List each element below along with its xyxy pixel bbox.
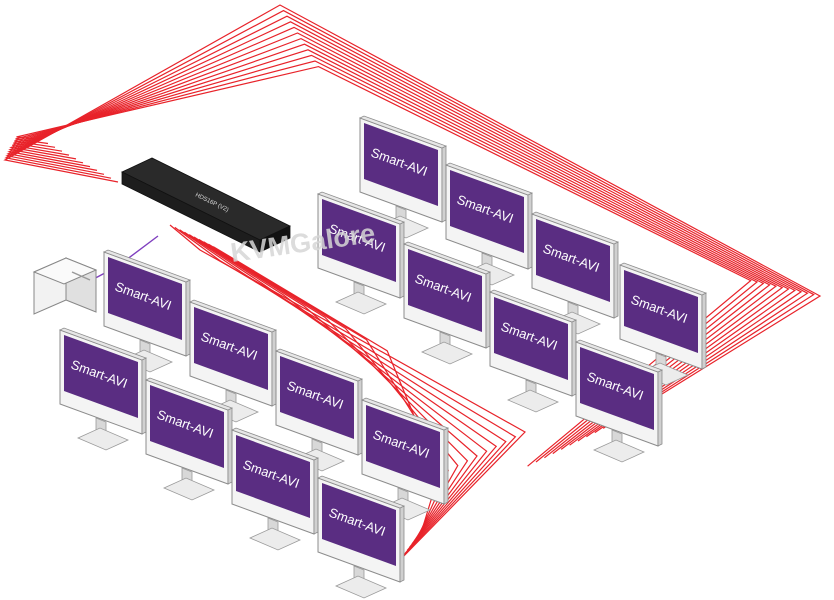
output-cable	[8, 32, 790, 442]
monitor-5: Smart-AVI	[317, 191, 405, 315]
monitor-4: Smart-AVI	[619, 262, 707, 386]
monitor-10: Smart-AVI	[189, 299, 277, 423]
monitor-grid: Smart-AVISmart-AVISmart-AVISmart-AVISmar…	[59, 115, 707, 599]
monitor-2: Smart-AVI	[445, 162, 533, 286]
output-cable	[5, 15, 809, 429]
output-cable	[4, 9, 815, 425]
output-cable	[169, 224, 526, 561]
monitor-frame	[59, 327, 147, 451]
output-cable	[7, 26, 796, 438]
monitor-frame	[489, 289, 577, 413]
output-cable	[208, 243, 449, 535]
monitor-frame	[231, 427, 319, 551]
switch-end-face	[259, 225, 291, 253]
output-cable	[3, 4, 822, 421]
output-cable	[9, 37, 784, 446]
hdmi-switch-unit: HDS16P (V2)	[121, 157, 291, 253]
monitor-frame	[145, 377, 233, 501]
output-cable	[174, 226, 517, 558]
monitor-16: Smart-AVI	[317, 475, 405, 599]
monitor-9: Smart-AVI	[103, 249, 191, 373]
monitor-frame	[575, 339, 663, 463]
monitor-3: Smart-AVI	[531, 211, 619, 335]
host-computer	[32, 257, 98, 315]
monitor-1: Smart-AVI	[359, 115, 447, 239]
monitor-frame	[317, 475, 405, 599]
output-cable	[212, 246, 440, 532]
monitor-6: Smart-AVI	[403, 241, 491, 365]
monitor-8: Smart-AVI	[575, 339, 663, 463]
host-top-panel	[32, 257, 98, 285]
monitor-12: Smart-AVI	[361, 397, 449, 521]
monitor-13: Smart-AVI	[59, 327, 147, 451]
monitor-14: Smart-AVI	[145, 377, 233, 501]
output-cable	[179, 229, 507, 555]
output-cable	[184, 231, 498, 551]
monitor-11: Smart-AVI	[275, 348, 363, 472]
host-drive-slot	[71, 271, 91, 281]
monitor-frame	[403, 241, 491, 365]
cable-layer	[3, 4, 822, 561]
output-cable	[6, 21, 803, 434]
monitor-15: Smart-AVI	[231, 427, 319, 551]
monitor-7: Smart-AVI	[489, 289, 577, 413]
